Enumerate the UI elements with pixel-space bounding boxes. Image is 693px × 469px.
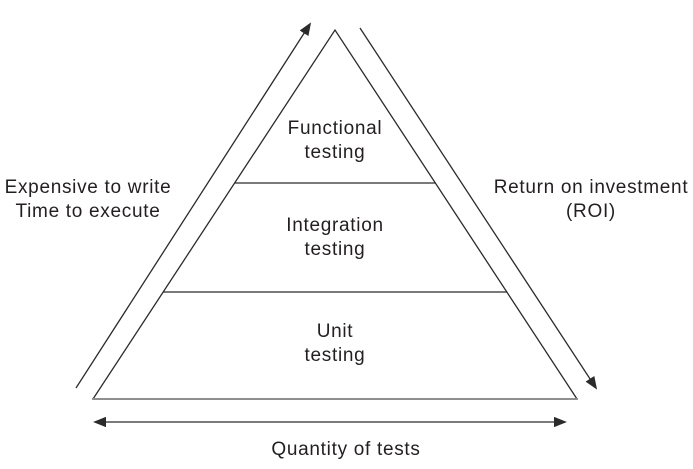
functional-testing-line1: Functional <box>287 118 383 139</box>
roi-arrow <box>359 27 598 390</box>
bottom-annotation-text: Quantity of tests <box>271 439 421 460</box>
integration-testing-line1: Integration <box>286 215 384 236</box>
unit-testing-line1: Unit <box>316 321 354 342</box>
left-annotation-line2: Time to execute <box>15 201 161 222</box>
right-annotation-line2: (ROI) <box>566 201 616 222</box>
label-integration-testing: Integration testing <box>255 214 415 262</box>
label-return-on-investment: Return on investment (ROI) <box>481 176 693 224</box>
label-functional-testing: Functional testing <box>255 117 415 165</box>
right-annotation-line1: Return on investment <box>493 177 689 198</box>
functional-testing-line2: testing <box>304 142 366 163</box>
cost-arrow <box>75 22 312 389</box>
left-annotation-line1: Expensive to write <box>4 177 172 198</box>
label-unit-testing: Unit testing <box>275 320 395 368</box>
label-quantity-of-tests: Quantity of tests <box>246 438 446 462</box>
unit-testing-line2: testing <box>304 345 366 366</box>
label-expensive-to-write: Expensive to write Time to execute <box>0 176 178 224</box>
pyramid-sides <box>92 28 578 400</box>
integration-testing-line2: testing <box>304 239 366 260</box>
